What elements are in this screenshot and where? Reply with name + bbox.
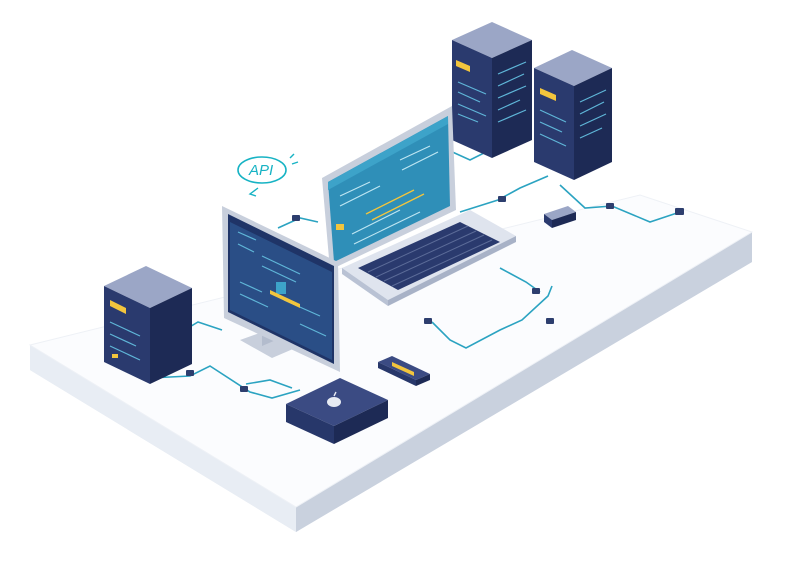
rack-server-left	[104, 266, 192, 384]
network-adapter	[544, 206, 576, 228]
cloud-api-icon: API	[237, 153, 299, 197]
apple-logo-icon	[327, 391, 341, 407]
rack-server-back	[452, 22, 532, 158]
api-badge: API	[237, 153, 299, 197]
desktop-monitor	[222, 206, 340, 372]
laptop	[322, 106, 516, 306]
mini-pc	[286, 378, 388, 444]
cable-connectors	[186, 196, 684, 392]
rack-server-right	[534, 50, 612, 180]
api-label: API	[248, 162, 273, 179]
usb-drive	[378, 356, 430, 386]
